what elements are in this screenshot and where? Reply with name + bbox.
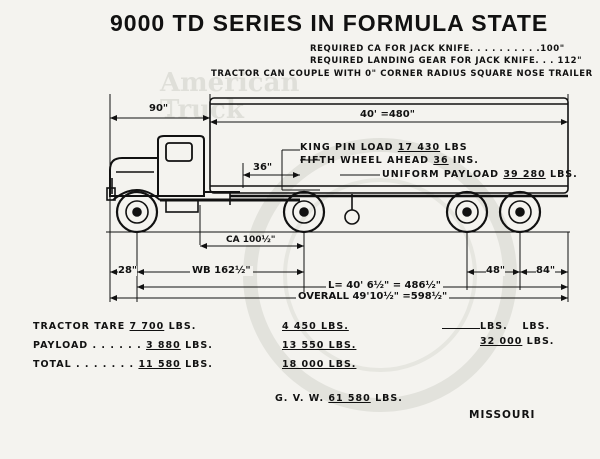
king-pin-label: KING PIN LOAD bbox=[300, 142, 394, 153]
landing-gear-note: REQUIRED LANDING GEAR FOR JACK KNIFE. . … bbox=[310, 56, 583, 66]
total-value: 11 580 bbox=[138, 359, 181, 370]
front-axle-dimension: 28" bbox=[118, 265, 138, 276]
fifth-wheel-value: 36 bbox=[433, 155, 449, 166]
trailer-axle-blank: LBS. LBS. bbox=[442, 322, 550, 332]
payload-label: PAYLOAD . . . . . . bbox=[33, 340, 142, 351]
front-wheel bbox=[115, 190, 159, 234]
fifth-wheel-offset-dimension: 36" bbox=[253, 162, 273, 173]
tare-label: TRACTOR TARE bbox=[33, 321, 126, 332]
gvw-value: 61 580 bbox=[328, 393, 371, 404]
drive-wheel bbox=[282, 190, 326, 234]
tractor bbox=[106, 135, 300, 213]
drive-axle-total: 18 000 LBS. bbox=[282, 359, 357, 370]
fifth-wheel-label: FIFTH WHEEL AHEAD bbox=[300, 155, 430, 166]
king-pin-value: 17 430 bbox=[397, 142, 441, 153]
payload-row: PAYLOAD . . . . . . 3 880 LBS. bbox=[33, 341, 213, 351]
king-pin-load: KING PIN LOAD 17 430 LBS bbox=[300, 143, 468, 153]
tandem-spread-dimension: 48" bbox=[486, 265, 506, 276]
wheelbase-dimension: WB 162½" bbox=[190, 265, 253, 276]
drive-axle-tare: 4 450 LBS. bbox=[282, 321, 349, 332]
ca-dimension: CA 100½" bbox=[226, 235, 276, 245]
fifth-wheel-unit: INS. bbox=[452, 155, 479, 166]
coupling-note: TRACTOR CAN COUPLE WITH 0" CORNER RADIUS… bbox=[211, 69, 593, 79]
trailer-axle-blank-unit-1: LBS. bbox=[480, 321, 508, 332]
trailer-axle-blank-unit-2: LBS. bbox=[522, 321, 551, 332]
ca-jack-knife-note: REQUIRED CA FOR JACK KNIFE. . . . . . . … bbox=[310, 44, 565, 54]
gvw-row: G. V. W. 61 580 LBS. bbox=[275, 394, 403, 404]
total-label: TOTAL . . . . . . . bbox=[33, 359, 135, 370]
uniform-payload-value: 39 280 bbox=[503, 169, 546, 180]
uniform-payload-label: UNIFORM PAYLOAD bbox=[382, 169, 500, 180]
state-label: MISSOURI bbox=[469, 409, 536, 421]
trailer-axle-unit: LBS. bbox=[526, 336, 555, 347]
gvw-unit: LBS. bbox=[375, 393, 403, 404]
total-unit: LBS. bbox=[185, 359, 213, 370]
l-length-dimension: L= 40' 6½" = 486½" bbox=[326, 280, 443, 291]
trailer-wheel-rear bbox=[498, 190, 542, 234]
trailer-axle-total: 32 000 LBS. bbox=[480, 337, 554, 347]
page-title: 9000 TD SERIES IN FORMULA STATE bbox=[110, 10, 549, 36]
trailer-length-dimension: 40' =480" bbox=[358, 109, 417, 120]
payload-value: 3 880 bbox=[146, 340, 181, 351]
uniform-payload-unit: LBS. bbox=[550, 169, 578, 180]
overall-length-dimension: OVERALL 49'10½" =598½" bbox=[296, 291, 450, 302]
tare-value: 7 700 bbox=[129, 321, 165, 332]
gvw-label: G. V. W. bbox=[275, 393, 325, 404]
total-row: TOTAL . . . . . . . 11 580 LBS. bbox=[33, 360, 213, 370]
trailer-wheel-front bbox=[445, 190, 489, 234]
payload-unit: LBS. bbox=[185, 340, 213, 351]
front-overhang-dimension: 90" bbox=[147, 103, 171, 114]
king-pin-unit: LBS bbox=[444, 142, 468, 153]
fifth-wheel-ahead: FIFTH WHEEL AHEAD 36 INS. bbox=[300, 156, 479, 166]
drive-axle-payload: 13 550 LBS. bbox=[282, 340, 357, 351]
trailer-body bbox=[209, 97, 569, 194]
tractor-tare-row: TRACTOR TARE 7 700 LBS. bbox=[33, 322, 196, 332]
trailer-axle-value: 32 000 bbox=[480, 336, 523, 347]
uniform-payload: UNIFORM PAYLOAD 39 280 LBS. bbox=[382, 170, 578, 180]
tare-unit: LBS. bbox=[168, 321, 197, 332]
rear-overhang-dimension: 84" bbox=[536, 265, 556, 276]
